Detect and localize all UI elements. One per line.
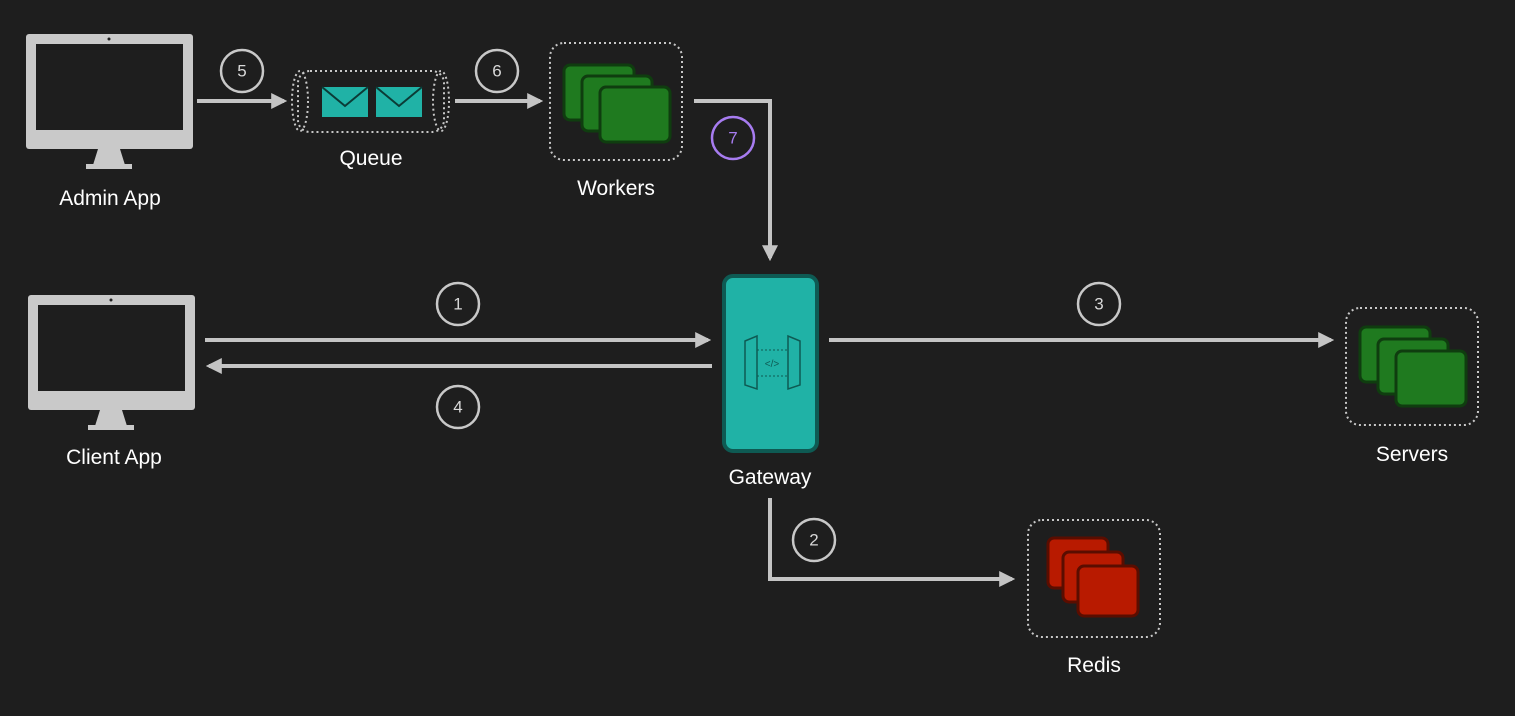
step-4-number: 4	[453, 398, 462, 417]
workers-label: Workers	[577, 177, 655, 200]
server-stack-icon	[1046, 536, 1140, 618]
redis-label: Redis	[1067, 654, 1121, 677]
step-5-marker: 5	[219, 48, 265, 94]
queue-node: Queue	[291, 70, 450, 170]
servers-label: Servers	[1376, 443, 1448, 466]
step-2-marker: 2	[791, 517, 837, 563]
client-app-node: Client App	[28, 295, 195, 469]
server-stack-icon	[562, 63, 672, 144]
monitor-icon	[26, 34, 193, 169]
step-1-number: 1	[453, 295, 462, 314]
step-7-marker: 7	[710, 115, 756, 161]
step-6-marker: 6	[474, 48, 520, 94]
gateway-label: Gateway	[729, 466, 812, 489]
servers-node: Servers	[1345, 307, 1479, 466]
arrow-workers-to-gateway	[694, 99, 778, 262]
step-6-number: 6	[492, 62, 501, 81]
step-2-number: 2	[809, 531, 818, 550]
step-3-number: 3	[1094, 295, 1103, 314]
envelope-icon	[321, 86, 369, 117]
step-1-marker: 1	[435, 281, 481, 327]
envelope-icon	[375, 86, 423, 117]
gateway-node: </> Gateway	[722, 274, 819, 489]
arrows	[197, 93, 1335, 587]
arrow-gateway-to-redis	[768, 498, 1016, 587]
step-7-number: 7	[728, 129, 737, 148]
step-markers: 5 6 7 1 4 3 2	[219, 48, 1122, 563]
queue-label: Queue	[339, 147, 402, 170]
admin-app-node: Admin App	[26, 34, 193, 210]
redis-node: Redis	[1027, 519, 1161, 677]
api-gateway-icon: </>	[744, 334, 801, 391]
client-app-label: Client App	[66, 446, 162, 469]
step-3-marker: 3	[1076, 281, 1122, 327]
svg-text:</>: </>	[765, 359, 780, 370]
server-stack-icon	[1358, 325, 1468, 408]
step-5-number: 5	[237, 62, 246, 81]
monitor-icon	[28, 295, 195, 430]
workers-node: Workers	[549, 42, 683, 200]
step-4-marker: 4	[435, 384, 481, 430]
admin-app-label: Admin App	[59, 187, 161, 210]
